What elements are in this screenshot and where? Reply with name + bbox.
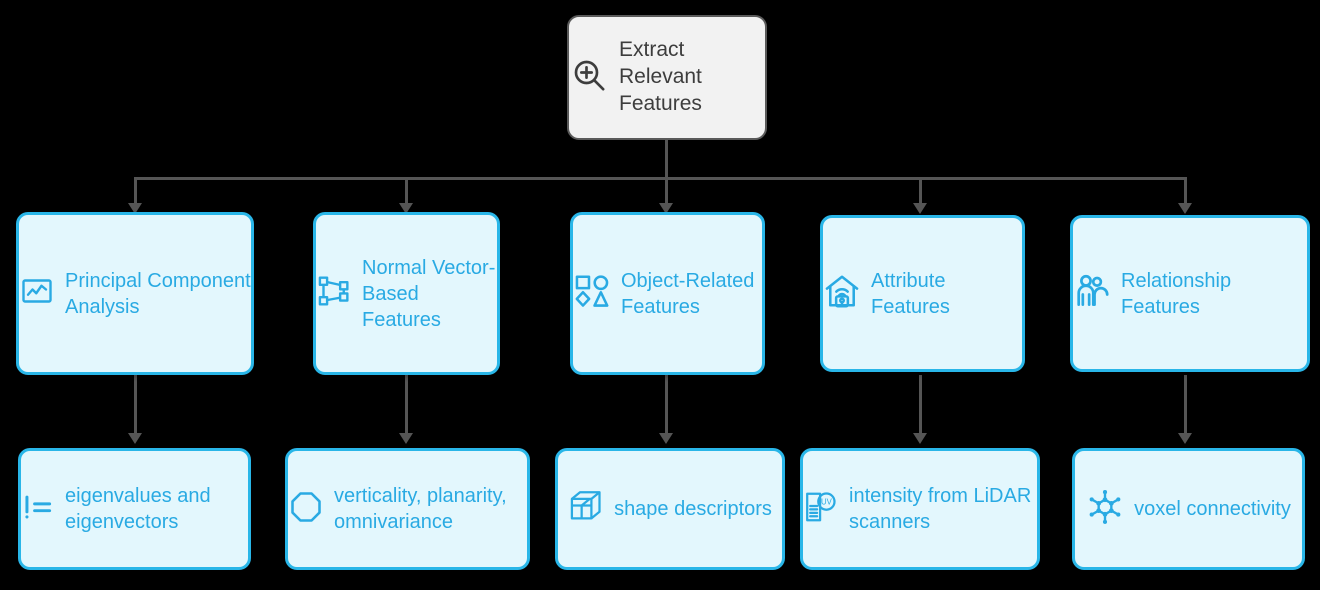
wireframe-cube-icon: [568, 489, 604, 530]
line-chart-icon: [19, 273, 55, 314]
detail-node-label: verticality, planarity, omnivariance: [334, 485, 507, 533]
category-node-label: Normal Vector-Based Features: [362, 256, 496, 331]
connector-horizontal-bus: [134, 177, 1187, 180]
connector-drop-5: [1184, 177, 1187, 207]
molecule-network-icon: [1086, 488, 1124, 531]
arrowhead-2: [399, 203, 413, 214]
connector-cat1-detail: [134, 375, 137, 437]
connector-drop-2: [405, 177, 408, 207]
arrowhead-4: [913, 203, 927, 214]
detail-node-verticality-planarity-omnivariance[interactable]: verticality, planarity, omnivariance: [285, 448, 530, 570]
connector-root-stem: [665, 140, 668, 179]
detail-node-label: voxel connectivity: [1134, 498, 1291, 520]
category-node-normal-vector-based-features[interactable]: Normal Vector-Based Features: [313, 212, 500, 375]
not-equal-math-icon: [21, 490, 55, 529]
smart-home-icon: [823, 272, 861, 315]
connector-drop-3: [665, 177, 668, 207]
category-node-object-related-features[interactable]: Object-Related Features: [570, 212, 765, 375]
zoom-in-magnifier-icon: [569, 55, 609, 100]
connector-cat2-detail: [405, 375, 408, 437]
category-node-label: Object-Related Features: [621, 269, 755, 318]
arrowhead-cat1-detail: [128, 433, 142, 444]
shapes-icon: [573, 272, 611, 315]
polygon-vertices-icon: [316, 273, 352, 314]
detail-node-shape-descriptors[interactable]: shape descriptors: [555, 448, 785, 570]
connector-drop-4: [919, 177, 922, 207]
arrowhead-1: [128, 203, 142, 214]
arrowhead-cat2-detail: [399, 433, 413, 444]
category-node-label: Relationship Features: [1121, 269, 1232, 318]
category-node-label: Principal Component Analysis: [65, 269, 251, 318]
connector-cat5-detail: [1184, 375, 1187, 437]
detail-node-label: eigenvalues and eigenvectors: [65, 485, 211, 533]
octagon-icon: [288, 489, 324, 530]
detail-node-voxel-connectivity[interactable]: voxel connectivity: [1072, 448, 1305, 570]
category-node-label: Attribute Features: [871, 269, 950, 318]
detail-node-label: shape descriptors: [614, 498, 772, 520]
root-node-label: Extract Relevant Features: [619, 38, 702, 115]
detail-node-eigenvalues-and-eigenvectors[interactable]: eigenvalues and eigenvectors: [18, 448, 251, 570]
category-node-principal-component-analysis[interactable]: Principal Component Analysis: [16, 212, 254, 375]
arrowhead-cat5-detail: [1178, 433, 1192, 444]
connector-cat4-detail: [919, 375, 922, 437]
arrowhead-cat4-detail: [913, 433, 927, 444]
arrowhead-cat3-detail: [659, 433, 673, 444]
arrowhead-3: [659, 203, 673, 214]
category-node-relationship-features[interactable]: Relationship Features: [1070, 215, 1310, 372]
connector-drop-1: [134, 177, 137, 207]
people-group-icon: [1073, 272, 1111, 315]
root-node-extract-relevant-features[interactable]: Extract Relevant Features: [567, 15, 767, 140]
arrowhead-5: [1178, 203, 1192, 214]
detail-node-label: intensity from LiDAR scanners: [849, 485, 1032, 533]
detail-node-intensity-from-lidar-scanners[interactable]: UV intensity from LiDAR scanners: [800, 448, 1040, 570]
connector-cat3-detail: [665, 375, 668, 437]
category-node-attribute-features[interactable]: Attribute Features: [820, 215, 1025, 372]
svg-text:UV: UV: [821, 497, 833, 506]
uv-sensor-document-icon: UV: [803, 489, 839, 530]
